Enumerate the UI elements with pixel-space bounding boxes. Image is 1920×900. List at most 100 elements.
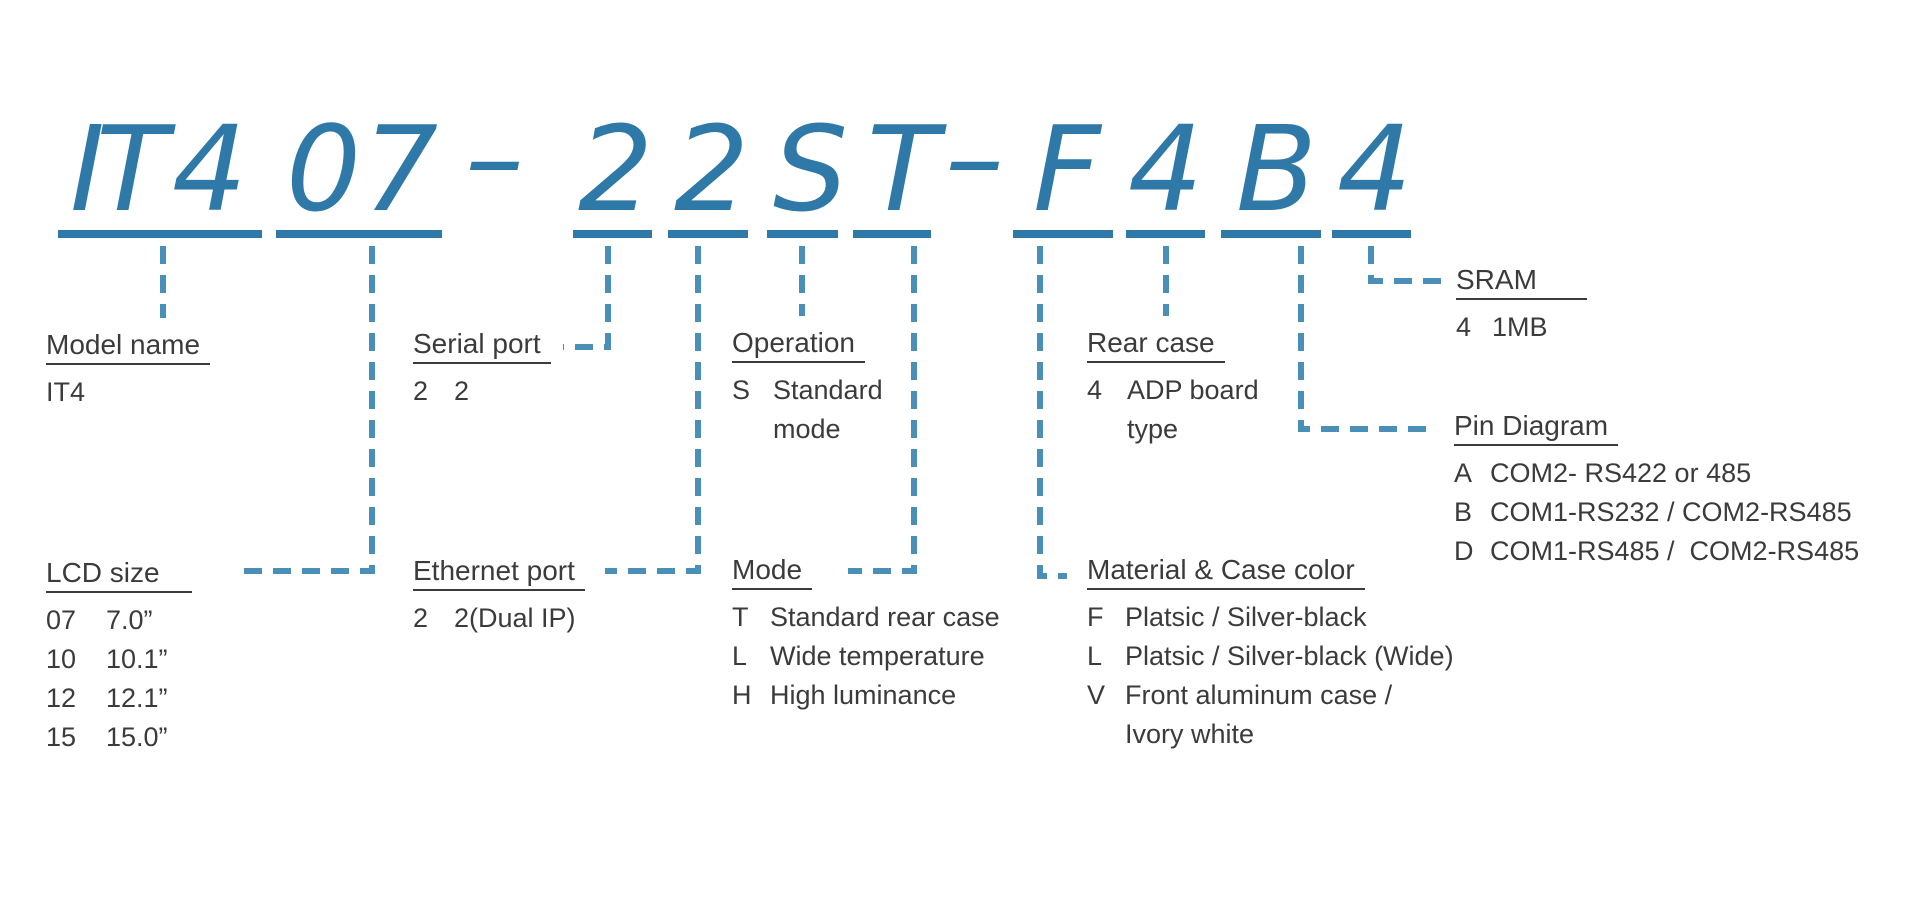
option-description: 1MB bbox=[1492, 312, 1548, 342]
connector-pin bbox=[1298, 246, 1437, 432]
option-code: T bbox=[732, 602, 749, 632]
option-code: 2 bbox=[413, 603, 429, 633]
option-description: Platsic / Silver-black bbox=[1125, 602, 1367, 632]
connector-material bbox=[1037, 246, 1067, 579]
option-code: IT4 bbox=[46, 377, 86, 407]
section-title: Operation bbox=[732, 327, 865, 363]
option-description: COM1-RS485 / COM2-RS485 bbox=[1490, 536, 1860, 566]
code-char: 2 bbox=[674, 100, 750, 238]
option-description: 2 bbox=[454, 376, 470, 406]
option-description: 2(Dual IP) bbox=[454, 603, 576, 633]
option-list: IT4 bbox=[46, 373, 210, 412]
section-title: Ethernet port bbox=[413, 555, 585, 591]
option-row: IT4 bbox=[46, 373, 210, 412]
option-description: 12.1” bbox=[106, 683, 168, 713]
section-title: LCD size bbox=[46, 557, 192, 593]
code-char: 2 bbox=[578, 100, 654, 238]
option-code: 4 bbox=[1456, 312, 1472, 342]
option-row: 15 15.0” bbox=[46, 718, 192, 757]
option-description: 7.0” bbox=[106, 605, 153, 635]
section-title: Model name bbox=[46, 329, 211, 365]
option-row: F Platsic / Silver-black bbox=[1087, 598, 1454, 637]
code-char: T bbox=[96, 100, 169, 238]
section-model-name: Model name IT4 bbox=[46, 329, 211, 412]
option-description: 15.0” bbox=[106, 722, 168, 752]
code-char: B bbox=[1236, 100, 1317, 238]
option-row: L Wide temperature bbox=[732, 637, 1000, 676]
connector-ethernet bbox=[605, 246, 701, 574]
section-title: SRAM bbox=[1456, 264, 1587, 300]
code-char: 7 bbox=[363, 100, 439, 238]
code-separator: – bbox=[465, 88, 524, 226]
option-description: Platsic / Silver-black (Wide) bbox=[1125, 641, 1454, 671]
option-code: 07 bbox=[46, 605, 77, 635]
section-operation: Operation S Standard mode bbox=[732, 327, 883, 449]
option-code: D bbox=[1454, 536, 1474, 566]
code-char: 4 bbox=[1128, 100, 1204, 238]
connector-mode bbox=[848, 246, 917, 574]
code-char: 4 bbox=[1337, 100, 1413, 238]
connector-lcd bbox=[238, 246, 375, 574]
section-title: Material & Case color bbox=[1087, 554, 1365, 590]
code-char: F bbox=[1033, 100, 1101, 238]
option-code: B bbox=[1454, 497, 1473, 527]
option-code: 10 bbox=[46, 644, 77, 674]
option-description: Front aluminum case / Ivory white bbox=[1125, 680, 1393, 749]
option-code: 15 bbox=[46, 722, 77, 752]
section-sram: SRAM 4 1MB bbox=[1456, 264, 1587, 347]
connector-sram bbox=[1368, 246, 1447, 284]
option-row: H High luminance bbox=[732, 676, 1000, 715]
option-row: S Standard mode bbox=[732, 371, 883, 449]
option-description: COM2- RS422 or 485 bbox=[1490, 458, 1752, 488]
option-description: Standard mode bbox=[773, 375, 883, 444]
option-row: D COM1-RS485 / COM2-RS485 bbox=[1454, 532, 1859, 571]
option-code: A bbox=[1454, 458, 1473, 488]
code-char: T bbox=[867, 100, 940, 238]
code-char: 4 bbox=[172, 100, 248, 238]
option-description: Wide temperature bbox=[770, 641, 985, 671]
option-code: L bbox=[1087, 641, 1103, 671]
option-code: S bbox=[732, 375, 751, 405]
code-separator: – bbox=[945, 88, 1004, 226]
option-list: 4 1MB bbox=[1456, 308, 1587, 347]
section-title: Pin Diagram bbox=[1454, 410, 1619, 446]
option-code: 4 bbox=[1087, 375, 1103, 405]
option-row: A COM2- RS422 or 485 bbox=[1454, 454, 1859, 493]
section-title: Mode bbox=[732, 554, 813, 590]
option-list: S Standard mode bbox=[732, 371, 883, 449]
section-title: Rear case bbox=[1087, 327, 1225, 363]
option-row: 07 7.0” bbox=[46, 601, 192, 640]
option-row: L Platsic / Silver-black (Wide) bbox=[1087, 637, 1454, 676]
option-description: High luminance bbox=[770, 680, 957, 710]
option-code: L bbox=[732, 641, 748, 671]
option-code: H bbox=[732, 680, 752, 710]
option-description: COM1-RS232 / COM2-RS485 bbox=[1490, 497, 1852, 527]
option-row: T Standard rear case bbox=[732, 598, 1000, 637]
option-row: 2 2(Dual IP) bbox=[413, 599, 585, 638]
code-char: 0 bbox=[286, 100, 362, 238]
section-material-case-color: Material & Case color F Platsic / Silver-… bbox=[1087, 554, 1454, 754]
connector-serial bbox=[563, 246, 611, 350]
section-title: Serial port bbox=[413, 328, 551, 364]
option-row: B COM1-RS232 / COM2-RS485 bbox=[1454, 493, 1859, 532]
code-char: S bbox=[773, 100, 848, 238]
option-description: Standard rear case bbox=[770, 602, 1000, 632]
option-code: F bbox=[1087, 602, 1104, 632]
